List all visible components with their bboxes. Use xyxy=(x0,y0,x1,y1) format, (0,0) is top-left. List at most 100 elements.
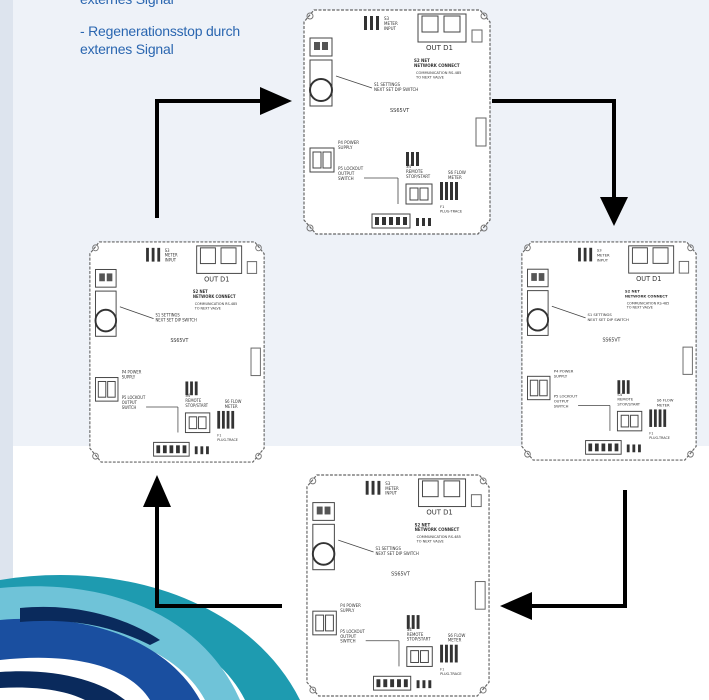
left-edge-stripe xyxy=(0,0,13,610)
remote-label: S4 xyxy=(617,392,622,397)
out-d1-label: OUT D1 xyxy=(204,275,229,283)
remote-label: STOP/START xyxy=(407,637,431,642)
network-label: S2 NET xyxy=(625,289,640,294)
swirl-logo-graphic xyxy=(0,575,300,700)
arrow-top-left xyxy=(155,99,265,218)
buzzer xyxy=(311,542,336,566)
mounting-hole xyxy=(309,477,317,485)
fuse-label: PLUG-TRACE xyxy=(440,672,462,676)
arrow-bottom-right xyxy=(530,490,627,608)
left-connector xyxy=(309,37,333,57)
out-d1-label: OUT D1 xyxy=(426,44,453,52)
meter-input-label: INPUT xyxy=(597,257,609,262)
meter-input-label: METER xyxy=(165,253,178,258)
power-supply-label: P4 POWER xyxy=(122,370,142,375)
relay-block xyxy=(405,183,433,205)
dip-switch-label: S1 SETTINGS xyxy=(375,546,401,551)
output-terminal xyxy=(417,13,467,43)
power-connector xyxy=(527,375,551,401)
network-label: NETWORK CONNECT xyxy=(625,293,668,298)
meter-input-label: S3 xyxy=(385,481,390,486)
power-supply-label: P4 POWER xyxy=(338,140,359,145)
dip-switch-label: S1 SETTINGS xyxy=(155,313,180,318)
power-supply-label: SUPPLY xyxy=(554,373,568,378)
remote-label: STOP/START xyxy=(617,401,640,406)
network-note: TO NEXT VALVE xyxy=(626,306,653,310)
meter-input-label: METER xyxy=(597,252,610,257)
arrowhead-down xyxy=(600,197,628,226)
network-label: NETWORK CONNECT xyxy=(415,527,460,532)
remote-label: REMOTE xyxy=(407,632,424,637)
remote-label: REMOTE xyxy=(185,398,201,403)
dip-switch-label: NEXT SET DIP SWITCH xyxy=(587,317,629,322)
network-label: S2 NET xyxy=(193,289,208,294)
network-label: NETWORK CONNECT xyxy=(414,63,460,68)
lockout-label: OUTPUT xyxy=(340,634,357,639)
lockout-label: P5 LOCKOUT xyxy=(338,166,364,171)
fuse-label: F1 xyxy=(649,432,653,436)
dip-switch-label: NEXT SET DIP SWITCH xyxy=(375,551,418,556)
arrow-top-right xyxy=(492,99,616,200)
meter-input-label: METER xyxy=(384,21,398,26)
mounting-hole xyxy=(687,244,694,252)
network-label: S2 NET xyxy=(415,522,431,527)
left-connector xyxy=(312,502,335,521)
network-note: COMMUNICATION RS-485 xyxy=(416,71,461,75)
network-note: COMMUNICATION RS-485 xyxy=(417,535,461,539)
relay-block xyxy=(406,646,433,667)
lockout-label: SWITCH xyxy=(340,639,355,644)
remote-label: S4 xyxy=(406,164,412,169)
fuse-label: F1 xyxy=(440,205,444,209)
arrowhead-right xyxy=(260,87,292,115)
board-outline xyxy=(89,241,265,463)
mounting-hole xyxy=(92,452,99,460)
flow-meter-label: S6 FLOW xyxy=(448,633,466,638)
fuse-label: PLUG-TRACE xyxy=(217,438,238,442)
remote-label: STOP/START xyxy=(406,174,431,179)
mounting-hole xyxy=(309,686,317,694)
network-label: NETWORK CONNECT xyxy=(193,294,236,299)
mounting-hole xyxy=(306,224,314,232)
meter-input-label: S3 xyxy=(384,16,390,21)
buzzer xyxy=(94,308,118,333)
flow-meter-label: S6 FLOW xyxy=(657,398,674,403)
flow-meter-label: S6 FLOW xyxy=(448,170,466,175)
meter-input-label: INPUT xyxy=(165,258,177,263)
meter-input-label: INPUT xyxy=(384,26,397,31)
mounting-hole xyxy=(92,244,99,252)
meter-input-label: INPUT xyxy=(385,491,397,496)
lockout-label: OUTPUT xyxy=(122,400,138,405)
remote-label: STOP/START xyxy=(185,403,208,408)
power-connector xyxy=(95,377,119,402)
power-connector xyxy=(309,147,335,173)
mounting-hole xyxy=(479,477,487,485)
lockout-label: P5 LOCKOUT xyxy=(340,629,365,634)
model-label: SS65VT xyxy=(391,572,411,578)
flow-meter-label: S6 FLOW xyxy=(225,399,242,404)
mounting-hole xyxy=(255,244,262,252)
mounting-hole xyxy=(306,12,314,20)
model-label: SS65VT xyxy=(390,108,410,114)
power-supply-label: SUPPLY xyxy=(338,145,353,150)
arrow-bottom-left xyxy=(155,505,282,608)
left-connector xyxy=(527,268,549,288)
arrowhead-up xyxy=(143,475,171,507)
meter-input-label: S3 xyxy=(165,248,170,253)
power-supply-label: SUPPLY xyxy=(122,374,136,379)
fuse-label: PLUG-TRACE xyxy=(649,436,670,440)
lockout-label: P5 LOCKOUT xyxy=(122,395,146,400)
buzzer xyxy=(526,308,550,332)
remote-label: S4 xyxy=(407,627,412,632)
board-outline xyxy=(303,9,491,235)
mounting-hole xyxy=(687,450,694,458)
mounting-hole xyxy=(255,452,262,460)
lockout-label: SWITCH xyxy=(554,403,569,408)
dip-switch-label: NEXT SET DIP SWITCH xyxy=(374,87,418,92)
remote-label: REMOTE xyxy=(406,169,423,174)
flow-meter-label: METER xyxy=(225,404,238,409)
dip-switch-label: S1 SETTINGS xyxy=(587,312,612,317)
network-note: TO NEXT VALVE xyxy=(415,76,445,80)
